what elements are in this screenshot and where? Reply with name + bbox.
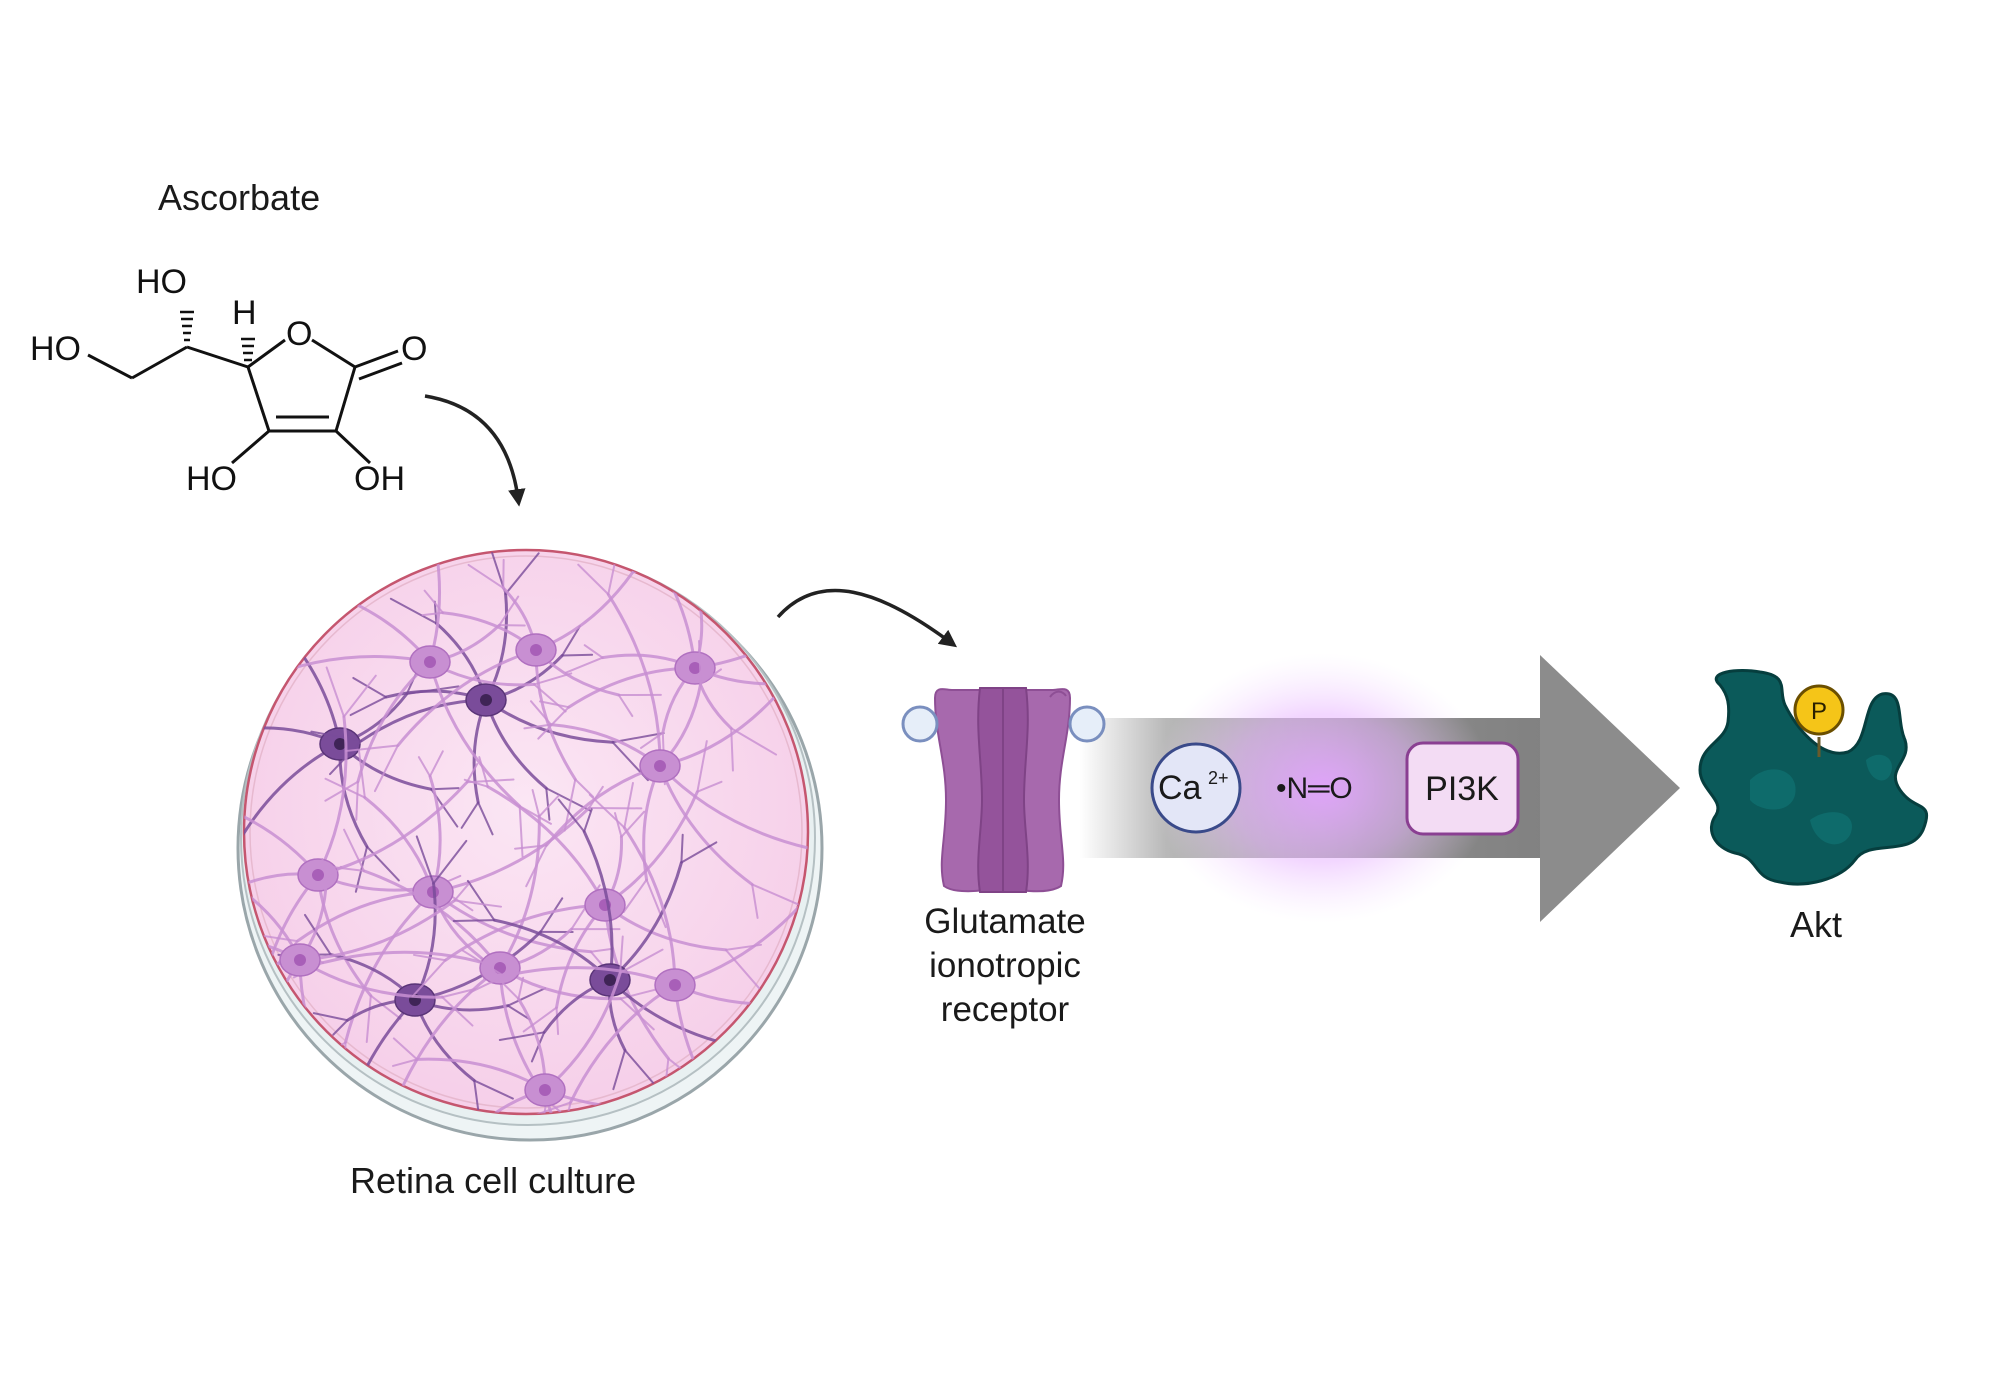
arrow-ascorbate-to-culture [424, 394, 526, 507]
atom-o-ring: O [286, 315, 312, 353]
atom-ho-left: HO [30, 330, 81, 368]
atom-ho-bottom: HO [186, 460, 237, 498]
pi3k-box: PI3K [1405, 741, 1520, 836]
arrow-culture-to-receptor [776, 588, 958, 648]
receptor-label-line2: ionotropic [929, 946, 1081, 985]
calcium-ion: Ca 2+ [1150, 742, 1242, 834]
pi3k-label: PI3K [1425, 770, 1499, 808]
akt-label: Akt [1790, 904, 1843, 945]
nitric-oxide-label: •N═O [1276, 772, 1353, 805]
ascorbate-label: Ascorbate [158, 177, 321, 218]
atom-ho-top: HO [136, 263, 187, 301]
glutamate-receptor [901, 687, 1106, 893]
nitric-oxide-glow [1152, 653, 1492, 923]
receptor-label-line1: Glutamate [924, 902, 1086, 941]
phosphate-label: P [1811, 698, 1827, 725]
atom-o-carbonyl: O [401, 330, 427, 368]
calcium-charge: 2+ [1208, 768, 1229, 788]
atom-oh-bottom: OH [354, 460, 405, 498]
receptor-label-line3: receptor [940, 990, 1070, 1029]
ascorbate-structure: HO H O O HO HO OH [30, 263, 427, 498]
calcium-label: Ca [1158, 769, 1202, 807]
akt-protein: P [1698, 669, 1929, 886]
neuron-network [244, 550, 808, 1114]
culture-label: Retina cell culture [350, 1160, 637, 1201]
atom-h: H [232, 294, 257, 332]
